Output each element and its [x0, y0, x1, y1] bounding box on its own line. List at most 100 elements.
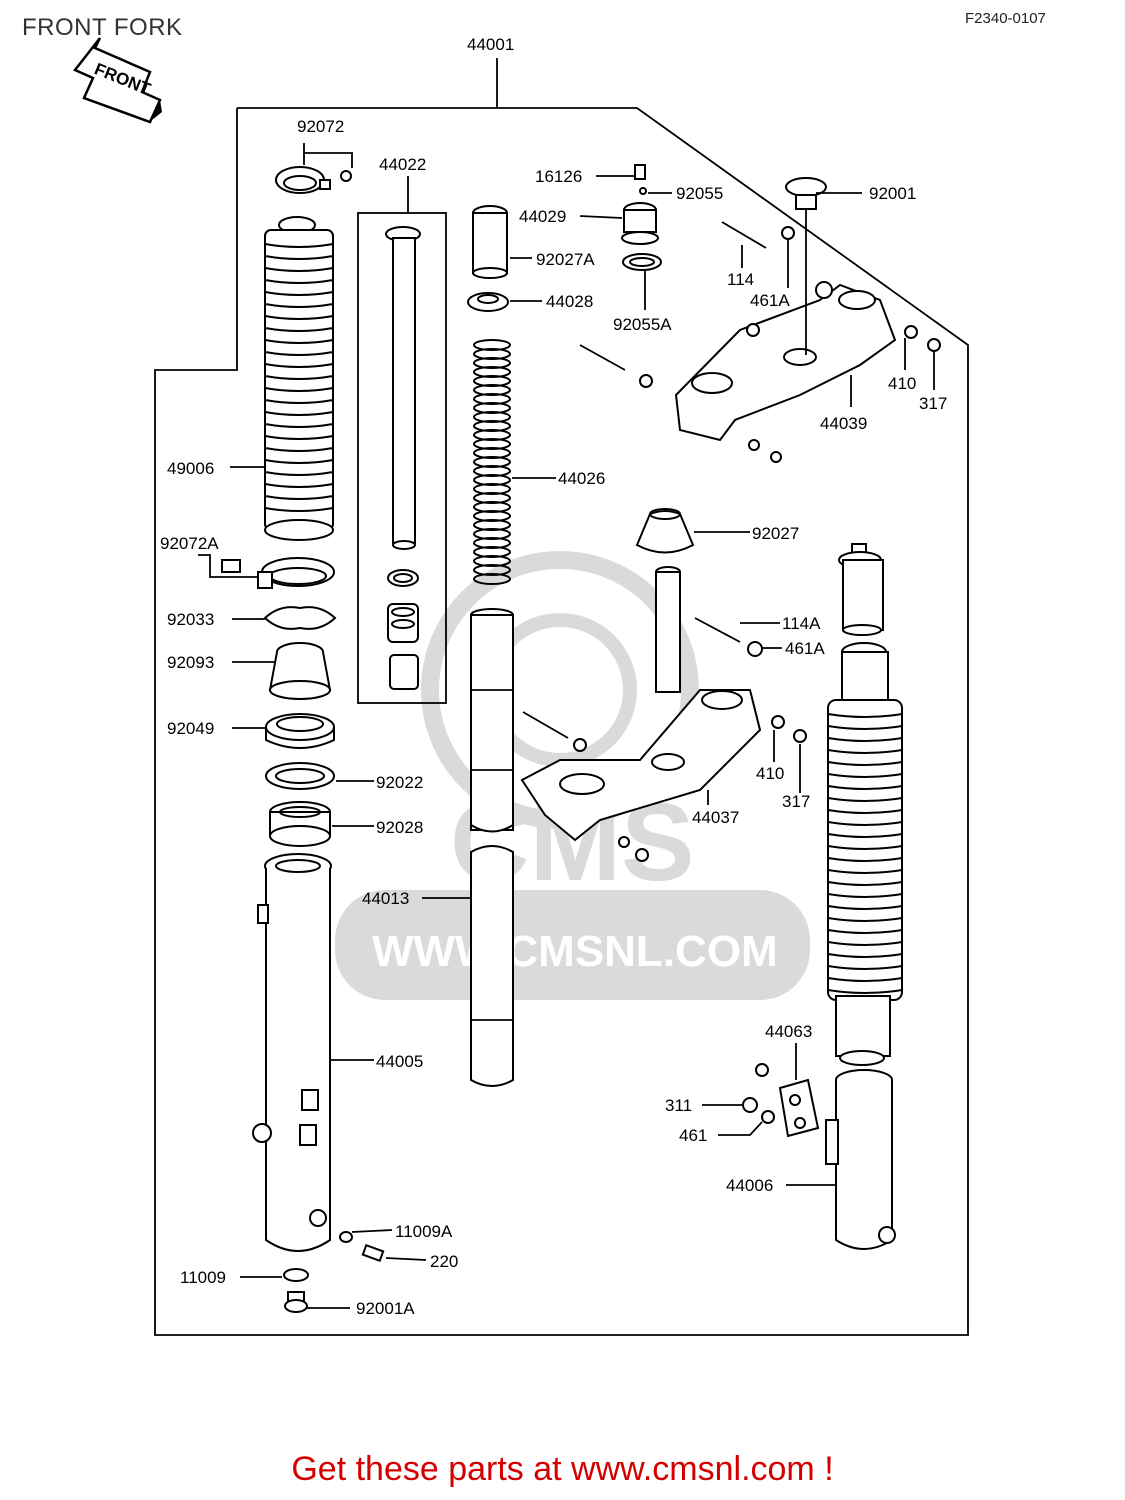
label-92072a: 92072A: [160, 534, 219, 553]
bolt-lower-left: [522, 711, 569, 739]
label-461a-lower: 461A: [785, 639, 825, 658]
bolt-114-b: [579, 344, 626, 371]
bolt-92001a: [284, 1291, 308, 1313]
clamp-92072: [275, 166, 352, 194]
boot-fold: [827, 869, 903, 874]
boot-fold: [264, 351, 334, 356]
boot-fold: [264, 267, 334, 272]
axle-clamp-44063: [778, 1078, 820, 1138]
label-92028: 92028: [376, 818, 423, 837]
gasket-11009: [283, 1268, 309, 1282]
boot-fold: [827, 773, 903, 778]
boot-fold: [827, 989, 903, 994]
boot-fold: [264, 495, 334, 500]
bush-92028: [269, 801, 331, 847]
boot-fold: [827, 917, 903, 922]
outer-tube-44005: [252, 853, 332, 1252]
label-49006: 49006: [167, 459, 214, 478]
boot-fold: [264, 327, 334, 332]
nut-461a: [781, 226, 795, 240]
label-92055a: 92055A: [613, 315, 672, 334]
washer-44028: [467, 292, 509, 312]
boot-fold: [827, 713, 903, 718]
assembly-outline: [154, 107, 969, 1336]
boot-fold: [827, 905, 903, 910]
nut-lower-1: [748, 439, 760, 451]
spring-coil: [473, 573, 511, 585]
upper-bracket-44039: [674, 281, 897, 442]
washer-410a: [904, 325, 918, 339]
label-92055: 92055: [676, 184, 723, 203]
label-92022: 92022: [376, 773, 423, 792]
label-44028: 44028: [546, 292, 593, 311]
washer-small: [639, 374, 653, 388]
boot-fold: [827, 977, 903, 982]
boot-fold: [827, 929, 903, 934]
boot-fold: [827, 809, 903, 814]
label-44006: 44006: [726, 1176, 773, 1195]
boot-fold: [827, 881, 903, 886]
footer-call-to-action[interactable]: Get these parts at www.cmsnl.com !: [291, 1450, 834, 1488]
washer-92022: [265, 762, 335, 790]
label-92001: 92001: [869, 184, 916, 203]
label-44063: 44063: [765, 1022, 812, 1041]
boot-fold: [827, 725, 903, 730]
washer-461: [761, 1110, 775, 1124]
steering-stem: [655, 566, 681, 693]
nut-lower-bracket-1: [618, 836, 630, 848]
label-311: 311: [665, 1096, 692, 1115]
boot-fold: [264, 243, 334, 248]
label-92027: 92027: [752, 524, 799, 543]
label-220: 220: [430, 1252, 458, 1271]
boot-fold: [264, 375, 334, 380]
label-114a: 114A: [782, 614, 821, 633]
spacer-92027a: [472, 205, 508, 279]
o-ring-92055a: [622, 253, 662, 271]
boot-fold: [827, 893, 903, 898]
label-92093: 92093: [167, 653, 214, 672]
boot-fold: [264, 399, 334, 404]
diagram-code: F2340-0107: [965, 10, 1046, 27]
fork-boot-49006: [264, 216, 334, 541]
boot-fold: [827, 857, 903, 862]
gasket-92033: [263, 606, 337, 630]
label-92001a: 92001A: [356, 1299, 415, 1318]
boot-fold: [827, 953, 903, 958]
label-44005: 44005: [376, 1052, 423, 1071]
label-44001: 44001: [467, 35, 514, 54]
boot-fold: [264, 471, 334, 476]
outer-tube-44006: [825, 1069, 896, 1250]
watermark-url: WWW.CMSNL.COM: [372, 927, 778, 976]
gasket-11009a: [339, 1231, 353, 1243]
leader-lines: [198, 143, 935, 1309]
boot-fold: [827, 761, 903, 766]
nut-317b: [793, 729, 807, 743]
boot-fold: [827, 785, 903, 790]
washer-410b: [771, 715, 785, 729]
label-92049: 92049: [167, 719, 214, 738]
boot-fold: [264, 303, 334, 308]
bolt-220: [361, 1243, 385, 1263]
label-461a: 461A: [750, 291, 790, 310]
bolt-114a: [694, 617, 741, 643]
boot-fold: [264, 255, 334, 260]
label-92027a: 92027A: [536, 250, 595, 269]
label-11009: 11009: [180, 1268, 226, 1287]
boot-fold: [264, 315, 334, 320]
bolt-16126: [634, 164, 647, 195]
label-44022: 44022: [379, 155, 426, 174]
label-44037: 44037: [692, 808, 739, 827]
boot-fold: [264, 279, 334, 284]
boot-fold: [264, 423, 334, 428]
boot-fold: [827, 821, 903, 826]
inner-tube-44013: [470, 845, 514, 1087]
nut-461a-b: [747, 641, 763, 657]
label-410-lower: 410: [756, 764, 784, 783]
boot-fold: [827, 737, 903, 742]
page-title: FRONT FORK: [22, 14, 183, 41]
label-317-lower: 317: [782, 792, 810, 811]
inner-tube-44013-top: [470, 608, 514, 833]
boot-fold: [264, 363, 334, 368]
boot-fold: [264, 459, 334, 464]
label-11009a: 11009A: [395, 1222, 453, 1241]
